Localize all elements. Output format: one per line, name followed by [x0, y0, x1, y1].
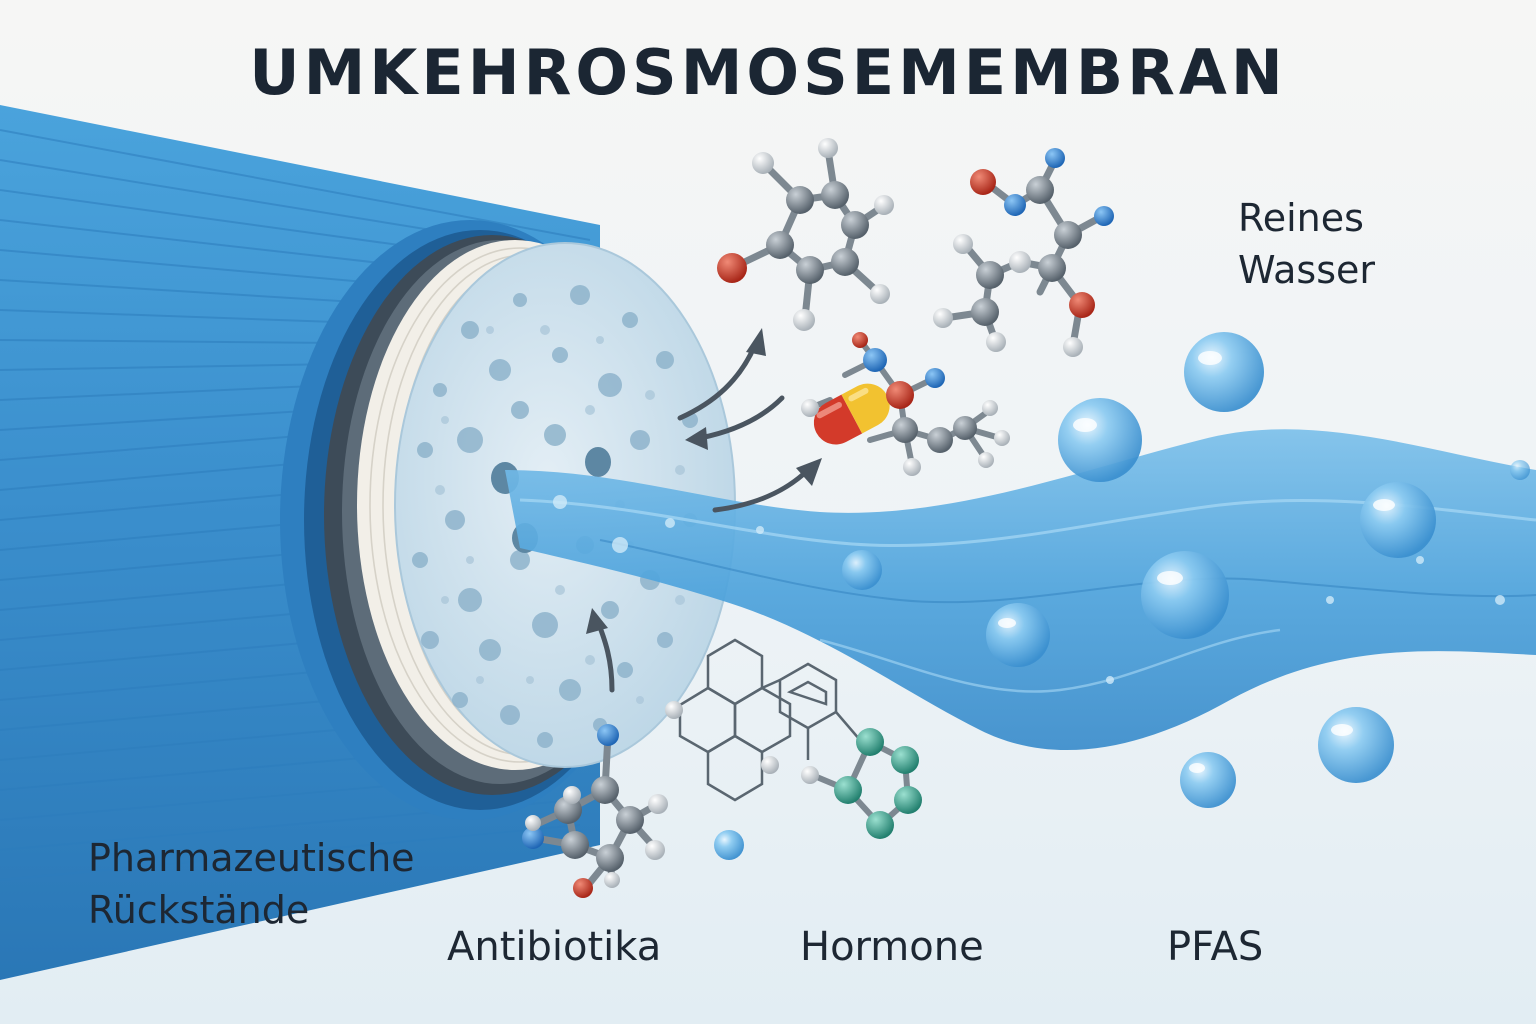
water-bubbles	[714, 332, 1530, 860]
label-pharma-line1: Pharmazeutische	[88, 836, 415, 880]
molecule-antibiotic	[522, 724, 668, 898]
molecule-capsule-drug	[801, 332, 1010, 476]
label-pfas: PFAS	[1167, 924, 1264, 970]
label-pure-water: Reines Wasser	[1238, 192, 1375, 296]
arrow-heads	[586, 328, 822, 634]
label-hormones: Hormone	[800, 924, 984, 970]
molecule-hormone	[665, 638, 922, 839]
label-pure-water-line1: Reines	[1238, 196, 1364, 240]
diagram-title: UMKEHROSMOSEMEMBRAN	[249, 36, 1287, 109]
label-antibiotics: Antibiotika	[447, 924, 662, 970]
label-pharma-line2: Rückstände	[88, 888, 310, 932]
molecule-chain	[933, 148, 1114, 357]
molecule-aromatic	[717, 138, 894, 331]
rejection-arrows	[595, 342, 811, 693]
label-pharmaceutical-residues: Pharmazeutische Rückstände	[88, 832, 415, 936]
label-pure-water-line2: Wasser	[1238, 248, 1376, 292]
